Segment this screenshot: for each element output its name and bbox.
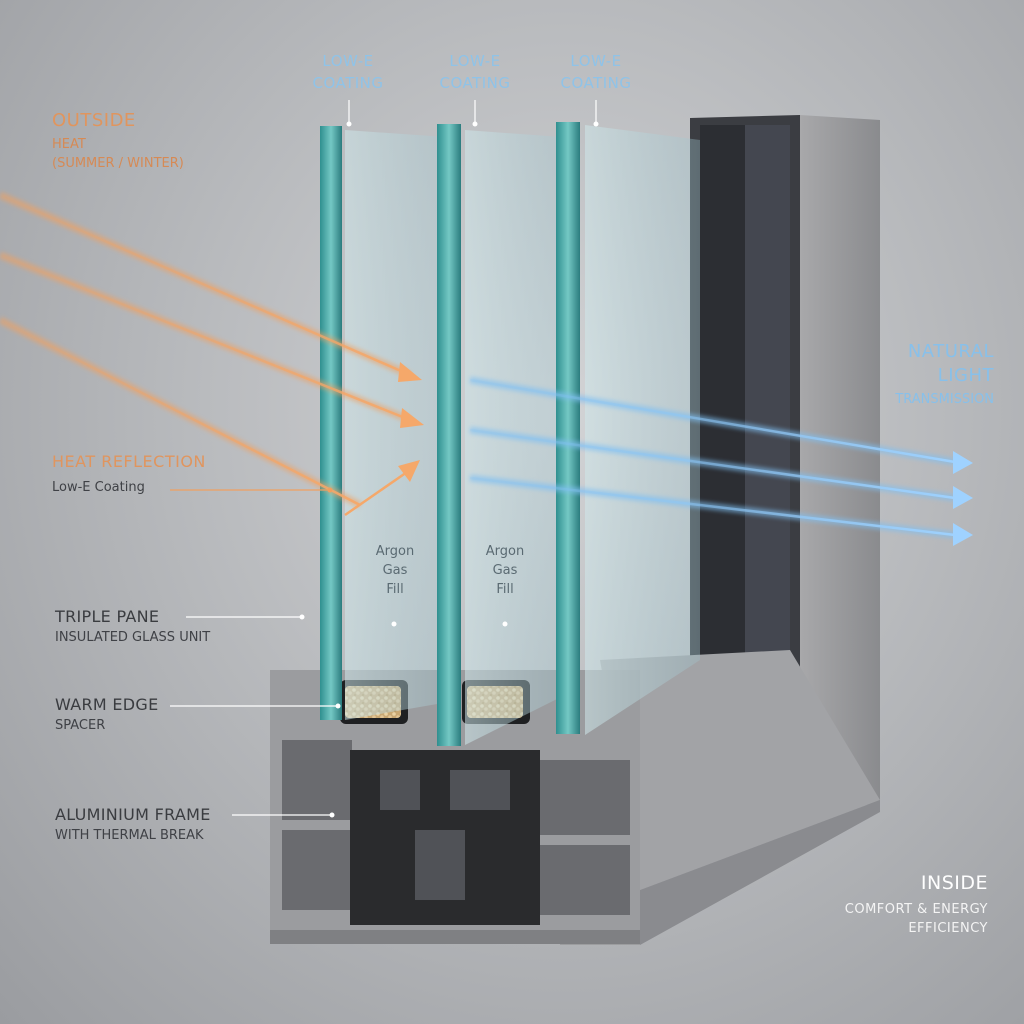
- inside-label: INSIDE COMFORT & ENERGY EFFICIENCY: [844, 872, 988, 936]
- triple-pane-label: TRIPLE PANE INSULATED GLASS UNIT: [55, 607, 211, 645]
- leader-lines: [170, 100, 599, 818]
- aluminium-frame-label: ALUMINIUM FRAME WITH THERMAL BREAK: [55, 805, 211, 843]
- light-rays: [469, 376, 973, 546]
- heat-reflection-label: HEAT REFLECTION Low-E Coating: [52, 452, 206, 495]
- warm-edge-label: WARM EDGE SPACER: [55, 695, 159, 733]
- heat-rays: [0, 191, 424, 517]
- natural-light-label: NATURAL LIGHT TRANSMISSION: [895, 341, 994, 407]
- outside-label: OUTSIDE HEAT (SUMMER / WINTER): [52, 110, 184, 171]
